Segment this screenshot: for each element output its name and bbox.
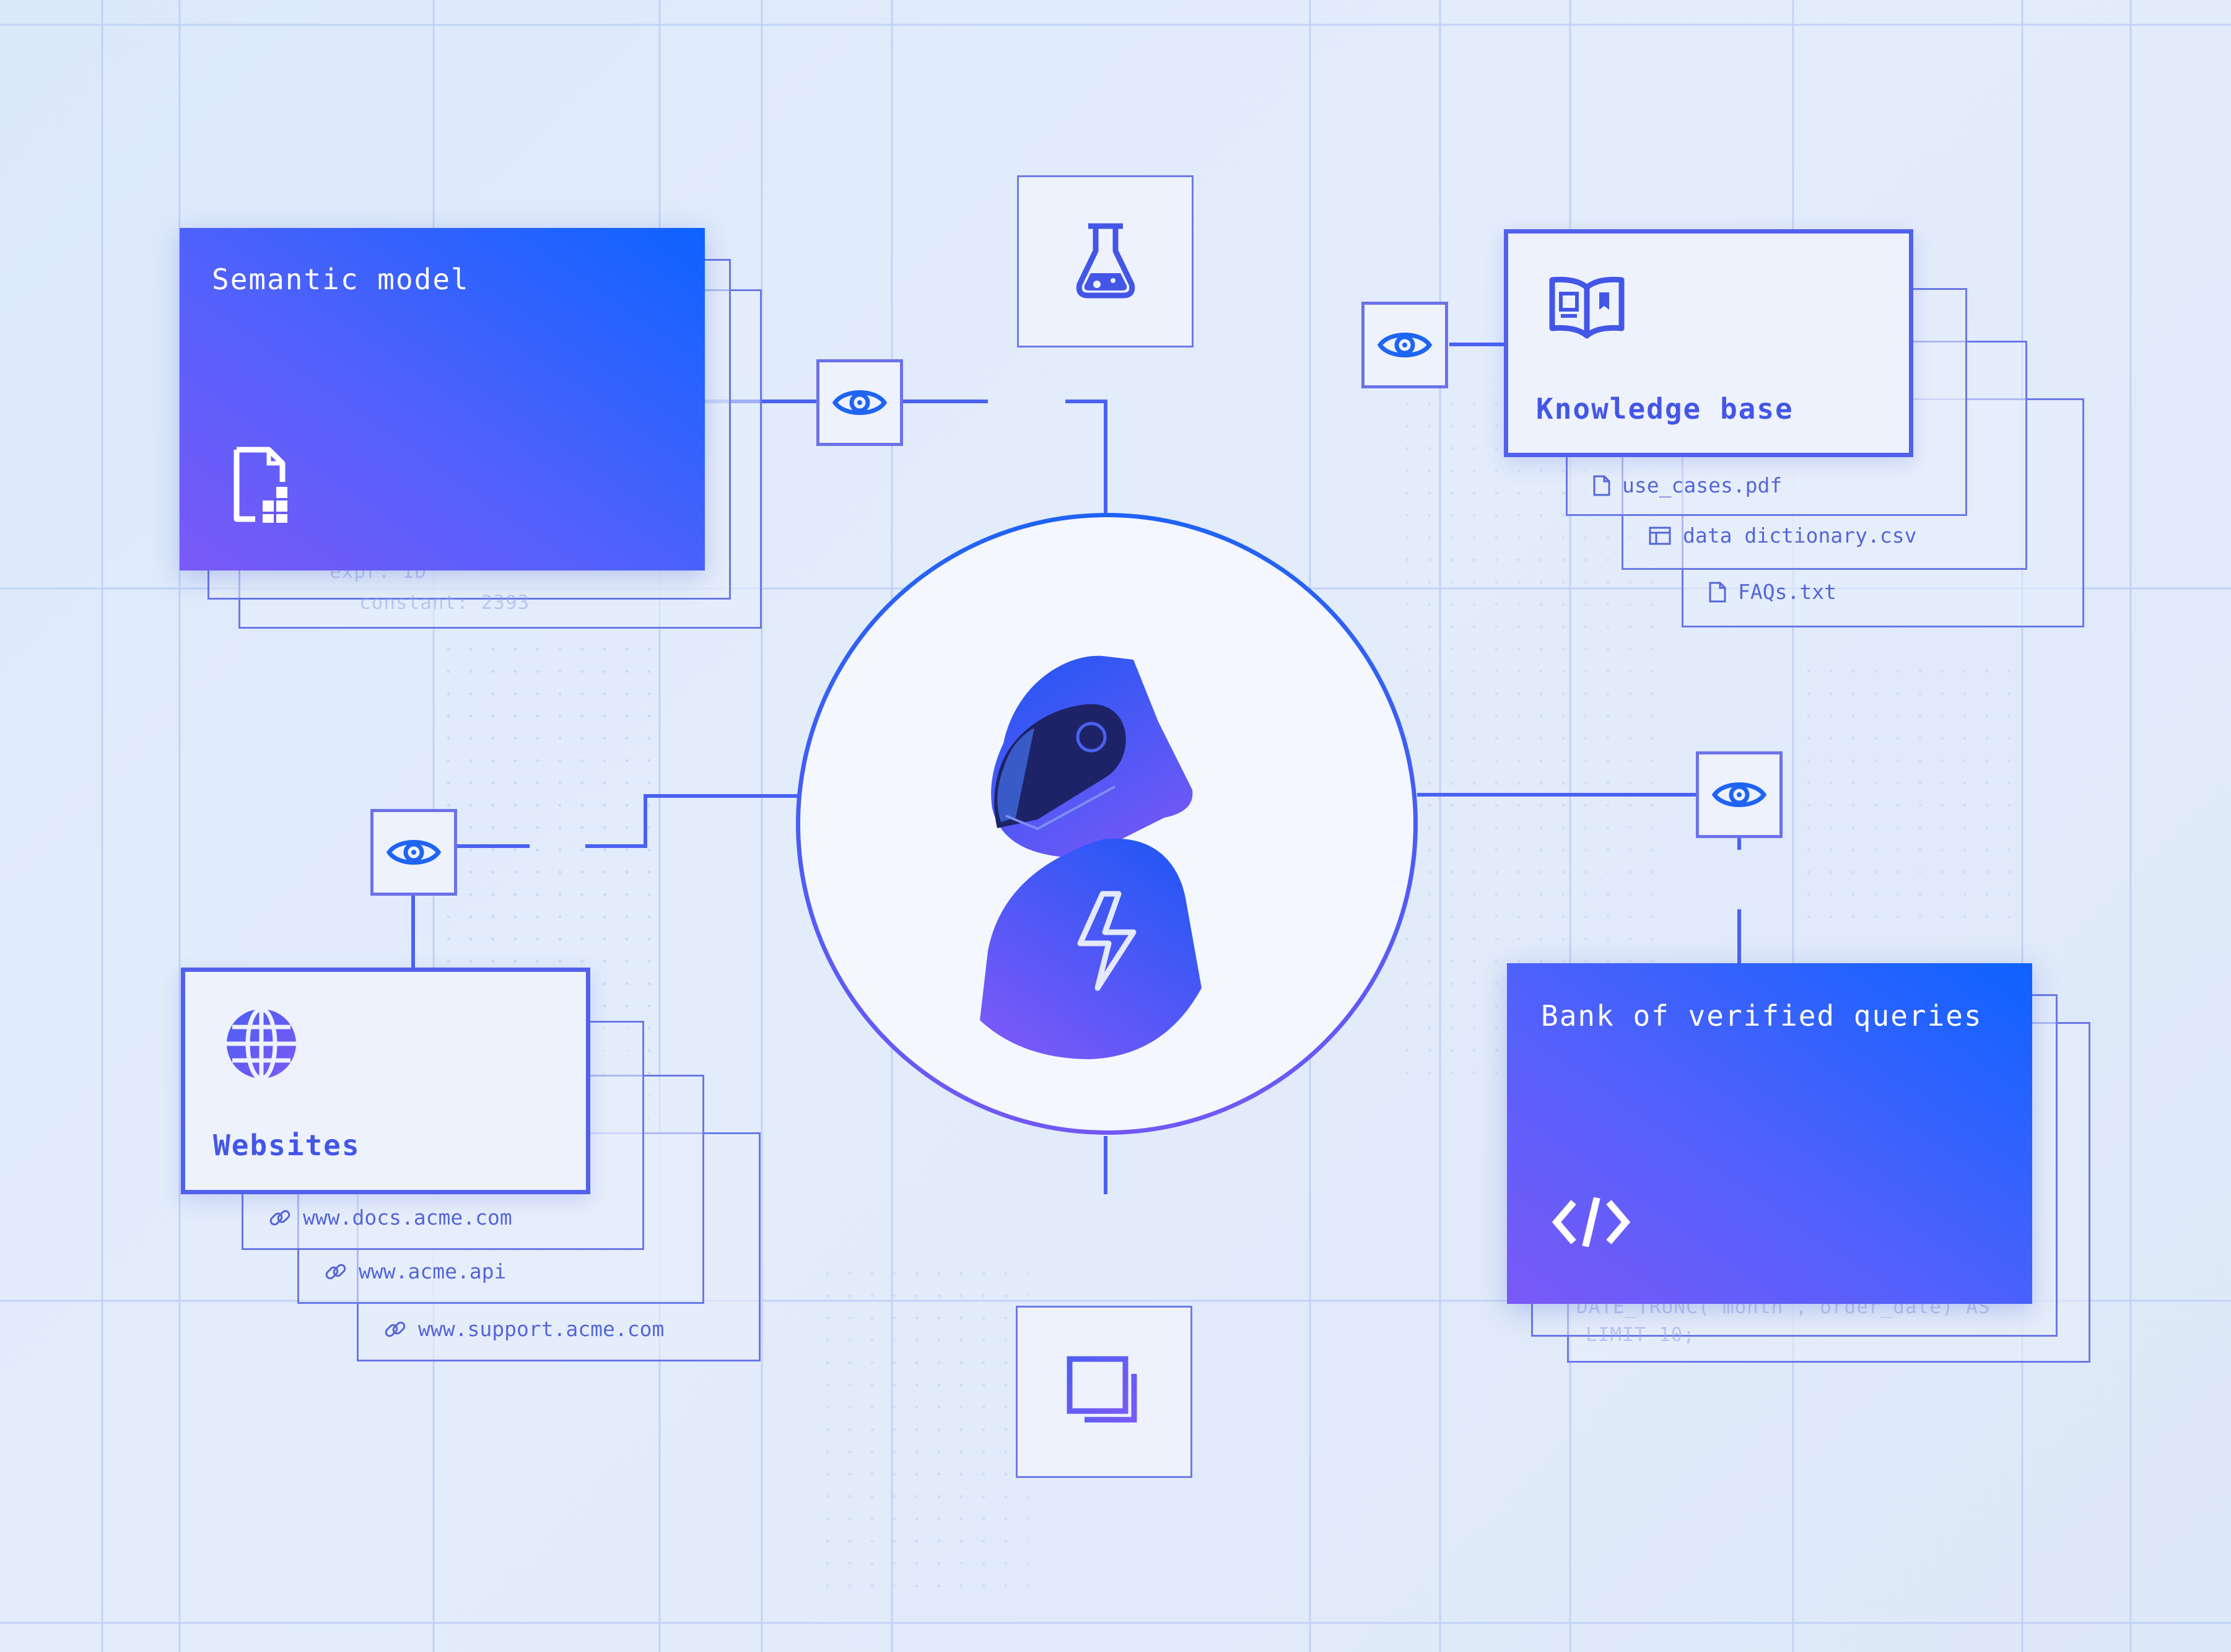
- verified-queries-panel[interactable]: Bank of verified queries: [1507, 963, 2032, 1304]
- eye-icon: [386, 840, 442, 865]
- open-book-icon: [1549, 276, 1625, 339]
- flask-icon: [1076, 223, 1135, 299]
- experiment-tool-box[interactable]: [1017, 175, 1194, 347]
- file-item: use_cases.pdf: [1592, 473, 1782, 497]
- eye-icon: [832, 390, 888, 415]
- file-icon: [1709, 582, 1726, 602]
- file-name: use_cases.pdf: [1622, 473, 1783, 497]
- lightning-bolt-icon: [1077, 891, 1137, 991]
- file-item: FAQs.txt: [1708, 580, 1836, 604]
- knowledge-base-panel[interactable]: Knowledge base: [1504, 229, 1913, 457]
- eye-node-semantic[interactable]: [816, 359, 903, 446]
- eye-node-queries[interactable]: [1696, 751, 1783, 838]
- assistant-avatar: [980, 655, 1202, 1059]
- knowledge-base-title: Knowledge base: [1536, 392, 1794, 426]
- table-icon: [1649, 527, 1671, 544]
- link-icon: [325, 1264, 346, 1279]
- document-grid-icon: [234, 447, 287, 523]
- eye-node-knowledge[interactable]: [1361, 302, 1448, 388]
- link-url[interactable]: www.support.acme.com: [418, 1317, 665, 1341]
- eye-node-websites[interactable]: [370, 809, 457, 896]
- file-icon: [1593, 475, 1610, 496]
- link-item: www.docs.acme.com: [268, 1205, 512, 1230]
- ghost-code-line: constant: 2393: [359, 592, 530, 614]
- helmet-icon: [991, 655, 1193, 858]
- window-tool-box[interactable]: [1016, 1306, 1192, 1478]
- semantic-model-title: Semantic model: [212, 263, 469, 296]
- websites-panel[interactable]: Websites: [181, 968, 590, 1194]
- link-url[interactable]: www.docs.acme.com: [303, 1205, 512, 1230]
- eye-icon: [1377, 333, 1433, 357]
- code-brackets-icon: [1552, 1197, 1631, 1247]
- window-stack-icon: [1067, 1356, 1137, 1423]
- websites-title: Websites: [213, 1129, 360, 1162]
- ghost-code-line: LIMIT 10;: [1586, 1324, 1695, 1346]
- semantic-model-panel[interactable]: Semantic model: [180, 228, 705, 570]
- verified-queries-title: Bank of verified queries: [1541, 999, 1983, 1033]
- file-item: data dictionary.csv: [1648, 523, 1917, 548]
- link-item: www.acme.api: [324, 1259, 506, 1283]
- link-item: www.support.acme.com: [383, 1317, 664, 1341]
- link-icon: [269, 1210, 290, 1225]
- link-icon: [385, 1321, 406, 1337]
- file-name: FAQs.txt: [1738, 580, 1836, 604]
- eye-icon: [1711, 782, 1767, 807]
- link-url[interactable]: www.acme.api: [359, 1259, 507, 1283]
- body-shape: [980, 838, 1202, 1059]
- globe-icon: [227, 1007, 296, 1081]
- file-name: data dictionary.csv: [1683, 523, 1917, 548]
